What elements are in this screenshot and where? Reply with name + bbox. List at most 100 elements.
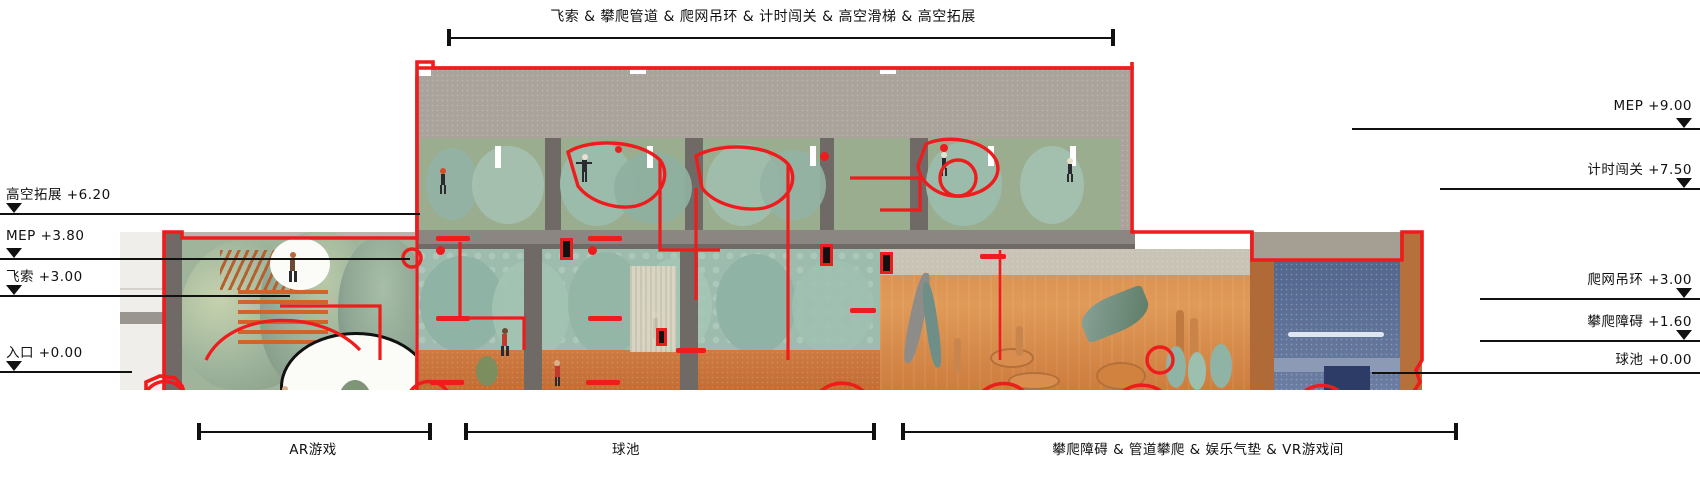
- person-figure: [438, 168, 448, 194]
- orange-zone-ceiling-texture: [880, 249, 1252, 275]
- green-pod-small: [1210, 344, 1232, 388]
- person-figure: [1065, 158, 1075, 182]
- left-level-triangle-2: [6, 285, 22, 295]
- central-column: [680, 249, 698, 390]
- column-bar: [954, 338, 961, 374]
- sand-texture-panel: [630, 266, 676, 352]
- right-level-label-0: MEP +9.00: [1613, 98, 1692, 114]
- red-section-outline: [144, 60, 1424, 390]
- bottom-dimension-label-1: 球池: [612, 442, 640, 458]
- top-dimension-tick-left: [447, 29, 451, 46]
- column-bar: [1016, 326, 1023, 356]
- right-level-line-4: [1372, 372, 1700, 374]
- ball-pit-pod: [792, 260, 874, 354]
- left-level-label-2: 飞索 +3.00: [6, 269, 83, 285]
- mid-floor-slab-shadow: [415, 244, 1135, 249]
- bottom-dimension-tick: [901, 423, 905, 440]
- right-upper-band: [1252, 232, 1402, 260]
- bottom-dimension-tick: [464, 423, 468, 440]
- entry-facade-line: [120, 288, 164, 290]
- person-figure: [286, 252, 300, 282]
- vr-screen-strip: [1288, 332, 1384, 337]
- bottom-dimension-line-2: [903, 431, 1456, 433]
- opening-marker: [656, 328, 667, 346]
- play-pod: [614, 152, 692, 224]
- upper-column-1: [545, 138, 561, 230]
- bottom-dimension-tick: [872, 423, 876, 440]
- ball-pit-pod: [716, 254, 796, 354]
- anchor-point: [940, 144, 948, 152]
- platform-bar: [586, 380, 620, 385]
- opening-marker: [880, 252, 893, 274]
- platform-bar: [430, 380, 464, 385]
- top-dimension-tick-right: [1111, 29, 1115, 46]
- column-bar: [1176, 310, 1184, 374]
- light-strip: [647, 146, 653, 168]
- platform-bar: [588, 236, 622, 241]
- platform-bar: [588, 316, 622, 321]
- anchor-point: [615, 146, 622, 153]
- left-level-line-3: [0, 371, 132, 373]
- ball-pit-pod: [420, 256, 504, 352]
- person-figure: [280, 386, 291, 390]
- bottom-dimension-tick: [1454, 423, 1458, 440]
- green-pod-small: [1188, 352, 1206, 390]
- opening-marker: [560, 238, 573, 260]
- central-column: [524, 249, 542, 390]
- platform-bar: [980, 254, 1006, 259]
- platform-bar: [436, 236, 470, 241]
- light-strip: [1070, 146, 1076, 166]
- bottom-dimension-label-0: AR游戏: [289, 442, 337, 458]
- air-cushion: [1008, 372, 1060, 390]
- bottom-dimension-line-1: [466, 431, 874, 433]
- orange-zone-ceiling: [880, 249, 1252, 275]
- left-level-triangle-3: [6, 361, 22, 371]
- left-level-label-0: 高空拓展 +6.20: [6, 187, 111, 203]
- light-strip: [810, 146, 816, 166]
- left-level-label-3: 入口 +0.00: [6, 345, 83, 361]
- bottom-dimension-line-0: [199, 431, 430, 433]
- left-level-line-2: [0, 295, 290, 297]
- left-level-triangle-0: [6, 203, 22, 213]
- person-figure: [576, 154, 592, 182]
- bottom-dimension-tick: [197, 423, 201, 440]
- top-dimension-line: [448, 37, 1114, 39]
- opening-marker: [820, 244, 833, 266]
- right-level-label-4: 球池 +0.00: [1615, 352, 1692, 368]
- ar-dome-core: [338, 380, 372, 390]
- right-level-line-2: [1480, 298, 1700, 300]
- top-dimension-label: 飞索 & 攀爬管道 & 爬网吊环 & 计时闯关 & 高空滑梯 & 高空拓展: [550, 9, 976, 25]
- platform-bar: [850, 308, 876, 313]
- left-level-line-1: [0, 258, 410, 260]
- right-level-triangle-1: [1676, 178, 1692, 188]
- person-figure: [552, 360, 563, 386]
- anchor-point: [820, 152, 829, 161]
- platform-bar: [436, 316, 470, 321]
- left-level-label-1: MEP +3.80: [6, 228, 85, 244]
- upper-column-3: [820, 138, 834, 230]
- right-level-triangle-2: [1676, 288, 1692, 298]
- right-level-label-3: 攀爬障碍 +1.60: [1587, 314, 1692, 330]
- ar-stair-lower: [238, 288, 328, 344]
- right-level-line-1: [1440, 188, 1700, 190]
- platform-bar: [676, 348, 706, 353]
- play-pod: [426, 148, 478, 220]
- right-level-triangle-3: [1676, 330, 1692, 340]
- right-level-label-2: 爬网吊环 +3.00: [1587, 272, 1692, 288]
- anchor-point: [588, 246, 597, 255]
- left-level-triangle-1: [6, 248, 22, 258]
- right-edge-orange: [1400, 232, 1422, 390]
- left-column: [164, 232, 182, 390]
- bottom-dimension-label-2: 攀爬障碍 & 管道攀爬 & 娱乐气垫 & VR游戏间: [1052, 442, 1344, 458]
- ar-dome: [270, 238, 330, 290]
- right-level-line-3: [1480, 340, 1700, 342]
- light-strip: [495, 146, 501, 168]
- right-level-line-0: [1352, 128, 1700, 130]
- building-section-render: [120, 60, 1520, 390]
- entry-facade-band: [120, 312, 164, 324]
- right-level-triangle-0: [1676, 118, 1692, 128]
- bottom-dimension-tick: [428, 423, 432, 440]
- left-level-line-0: [0, 213, 420, 215]
- column-bar: [1190, 318, 1198, 374]
